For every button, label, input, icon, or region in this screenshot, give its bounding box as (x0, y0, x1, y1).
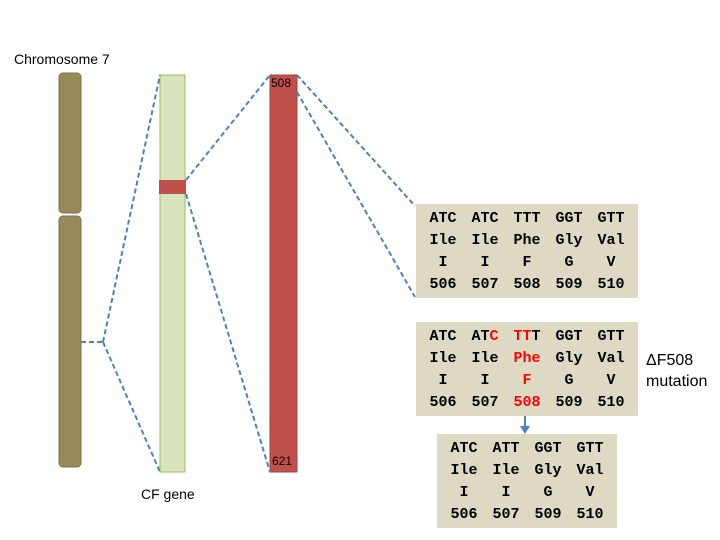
deletion-result-box: ATC ATT GGT GTT Ile Ile Gly Val I I G V 506 507 509… (437, 434, 617, 528)
position: 510 (576, 506, 604, 523)
normal-position-row: 506 507 508 509 510 (422, 274, 638, 296)
amino-acid: Gly (555, 232, 583, 249)
position: 508 (513, 276, 541, 293)
codon: ATC (450, 440, 478, 457)
cf-gene-exon-marker (159, 180, 186, 194)
gene-label: CF gene (141, 486, 195, 502)
amino-acid: Ile (471, 350, 499, 367)
connector-exon-box-top (296, 74, 416, 207)
deleted-position: 508 (513, 394, 541, 411)
exon-end-label: 621 (272, 454, 293, 468)
deleted-position-row: 506 507 509 510 (443, 504, 617, 526)
normal-sequence-box: ATC ATC TTT GGT GTT Ile Ile Phe Gly Val I I F G V 50… (416, 204, 638, 298)
mutant-sequence-box: ATC ATC TTT GGT GTT Ile Ile Phe Gly Val I I F G V 50… (416, 322, 638, 416)
deleted-codon-row: ATC ATT GGT GTT (443, 438, 617, 460)
codon: ATT (492, 440, 520, 457)
amino-acid: Ile (471, 232, 499, 249)
amino-acid-code: I (438, 254, 448, 271)
amino-acid-code: I (480, 372, 490, 389)
amino-acid: Gly (534, 462, 562, 479)
chromosome-upper-arm (58, 72, 82, 214)
amino-acid: Ile (429, 232, 457, 249)
connector-gene-exon-bottom (185, 193, 271, 473)
amino-acid: Val (576, 462, 604, 479)
mutation-label-line1: ΔF508 (646, 352, 694, 369)
connector-locus-gene-top (102, 74, 161, 343)
position: 506 (429, 276, 457, 293)
position: 509 (534, 506, 562, 523)
position: 507 (492, 506, 520, 523)
amino-acid-code: G (564, 372, 574, 389)
deleted-aa3-row: Ile Ile Gly Val (443, 460, 617, 482)
position: 506 (429, 394, 457, 411)
amino-acid-code: V (606, 372, 616, 389)
codon: ATC (429, 328, 457, 345)
arrow-head-icon (520, 426, 530, 434)
amino-acid: Val (597, 232, 625, 249)
deleted-amino-acid-code: F (522, 372, 532, 389)
amino-acid-code: I (459, 484, 469, 501)
mutant-codon-row: ATC ATC TTT GGT GTT (422, 326, 638, 348)
chromosome-lower-arm (58, 215, 82, 468)
exon-start-label: 508 (271, 76, 292, 90)
position: 507 (471, 276, 499, 293)
connector-exon-box-bottom (296, 91, 416, 298)
amino-acid: Ile (429, 350, 457, 367)
mutation-label-line2: mutation (646, 373, 708, 390)
codon: ATC (471, 328, 499, 345)
amino-acid: Gly (555, 350, 583, 367)
amino-acid-code: G (564, 254, 574, 271)
deleted-base: C (489, 328, 499, 345)
amino-acid-code: I (501, 484, 511, 501)
amino-acid-code: G (543, 484, 553, 501)
position: 506 (450, 506, 478, 523)
chromosome-label: Chromosome 7 (14, 51, 110, 67)
cf-gene-bar (159, 74, 186, 473)
amino-acid-code: F (522, 254, 532, 271)
codon: ATC (471, 210, 499, 227)
codon: TTT (513, 210, 541, 227)
normal-codon-row: ATC ATC TTT GGT GTT (422, 208, 638, 230)
mutant-position-row: 506 507 508 509 510 (422, 392, 638, 414)
codon: GTT (597, 328, 625, 345)
normal-aa3-row: Ile Ile Phe Gly Val (422, 230, 638, 252)
connector-gene-exon-top (185, 74, 271, 181)
deleted-bases: TT (513, 328, 532, 345)
codon: GTT (576, 440, 604, 457)
position: 507 (471, 394, 499, 411)
amino-acid-code: I (480, 254, 490, 271)
codon: TTT (513, 328, 541, 345)
codon: GGT (534, 440, 562, 457)
exon-bar (269, 74, 298, 473)
amino-acid: Val (597, 350, 625, 367)
codon: GTT (597, 210, 625, 227)
amino-acid: Ile (492, 462, 520, 479)
codon: GGT (555, 328, 583, 345)
amino-acid-code: V (606, 254, 616, 271)
amino-acid-code: V (585, 484, 595, 501)
position: 510 (597, 276, 625, 293)
position: 510 (597, 394, 625, 411)
amino-acid: Phe (513, 232, 541, 249)
codon: ATC (429, 210, 457, 227)
codon: GGT (555, 210, 583, 227)
amino-acid: Ile (450, 462, 478, 479)
connector-locus-gene-bottom (102, 341, 161, 473)
deleted-amino-acid: Phe (513, 350, 541, 367)
mutant-aa3-row: Ile Ile Phe Gly Val (422, 348, 638, 370)
amino-acid-code: I (438, 372, 448, 389)
position: 509 (555, 394, 583, 411)
position: 509 (555, 276, 583, 293)
